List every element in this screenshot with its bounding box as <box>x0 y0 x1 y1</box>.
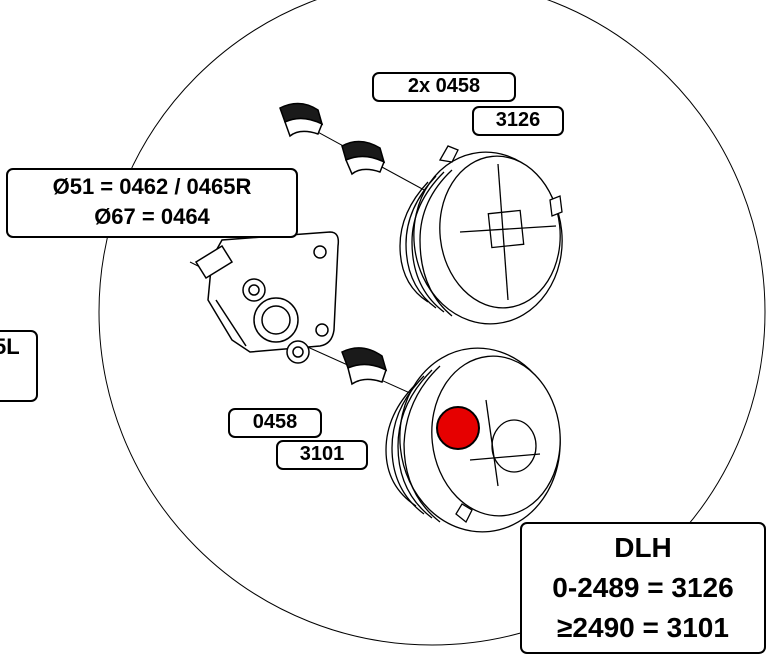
label-top-drum-text: 3126 <box>495 109 541 131</box>
label-bottom-quantity-text: 0458 <box>252 411 298 433</box>
label-bottom-drum: 3101 <box>276 440 368 470</box>
dlh-table: DLH 0-2489 = 3126 ≥2490 = 3101 <box>520 522 766 654</box>
cable-drum-bottom <box>385 347 561 533</box>
label-bracket-line1: Ø51 = 0462 / 0465R <box>52 174 252 199</box>
bushing-top-2 <box>341 140 386 176</box>
bushing-top-1 <box>279 102 324 138</box>
highlight-marker <box>436 406 480 450</box>
label-cut-left-text: 5L <box>0 334 20 359</box>
label-bracket: Ø51 = 0462 / 0465R Ø67 = 0464 <box>6 168 298 238</box>
bushing-bottom <box>341 347 388 386</box>
dlh-table-row1: 0-2489 = 3126 <box>552 572 734 603</box>
label-bracket-line2: Ø67 = 0464 <box>94 204 210 229</box>
label-bottom-quantity: 0458 <box>228 408 322 438</box>
label-cut-left: 5L <box>0 330 38 402</box>
bearing-bracket <box>194 231 340 364</box>
label-top-drum: 3126 <box>472 106 564 136</box>
label-top-quantity-text: 2x 0458 <box>407 75 481 97</box>
label-top-quantity: 2x 0458 <box>372 72 516 102</box>
cable-drum-top <box>399 145 563 325</box>
detail-circle <box>98 0 766 646</box>
dlh-table-row2: ≥2490 = 3101 <box>557 612 729 643</box>
dlh-table-title: DLH <box>614 532 672 563</box>
label-bottom-drum-text: 3101 <box>299 443 345 465</box>
